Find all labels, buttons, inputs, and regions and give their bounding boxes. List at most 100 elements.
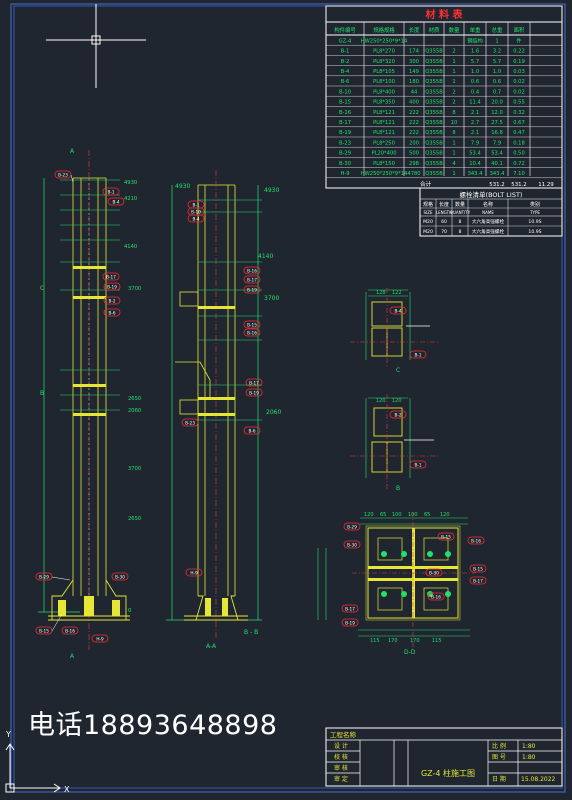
material-table-cell: Q355B	[425, 161, 443, 167]
part-tag-label: B-17	[473, 579, 483, 584]
detail-section-top[interactable]: C 128 122 B-4B-1	[350, 288, 440, 374]
scale-value: 1:80	[522, 743, 536, 750]
dimension-label: 4930	[124, 180, 137, 186]
material-table-cell: PL8*350	[373, 100, 395, 106]
part-tag-label: B-19	[107, 285, 117, 290]
svg-text:B: B	[396, 485, 400, 492]
column-elevation-middle[interactable]: 4930 4930 4140 3700 2060 A-A B - B B-1B-…	[166, 170, 281, 650]
material-table-cell: B-2	[341, 59, 350, 65]
material-table-cell: B-4	[341, 69, 350, 75]
material-table-cell: PL8*150	[373, 161, 395, 167]
dimension-label: 4140	[124, 244, 137, 250]
column-elevation-left[interactable]: A A C B 49304210414037002650206037002650…	[35, 148, 141, 660]
material-table-cell: 343.4	[468, 171, 484, 177]
part-tag-bubble	[341, 604, 359, 613]
bolt-table-cell: 10.9S	[528, 229, 541, 235]
material-table-cell: 钢结构	[467, 36, 483, 44]
material-table-cell: PL20*400	[371, 151, 396, 157]
material-table-cell: 1.0	[471, 69, 479, 75]
material-table-cell: B-6	[341, 79, 350, 85]
svg-text:100: 100	[392, 512, 402, 518]
title-block-project-label: 工程名称	[330, 730, 357, 739]
bolt-table-header: 名称	[483, 201, 493, 208]
date-value: 15.08.2022	[521, 776, 556, 783]
material-table-cell: 件	[516, 36, 521, 44]
title-block[interactable]: 工程名称 设 计 校 核 审 核 审 定 GZ-4 柱施工图 比 例 1:80 …	[325, 727, 563, 787]
material-table-cell: Q355B	[425, 140, 443, 146]
bolt-table-header: 规格	[423, 201, 433, 208]
svg-text:B - B: B - B	[244, 629, 258, 636]
material-table-cell: 7.10	[513, 171, 525, 177]
svg-text:2060: 2060	[266, 409, 281, 416]
svg-text:B: B	[40, 390, 44, 397]
material-table-title: 材 料 表	[426, 8, 464, 21]
material-table-cell: 0.32	[513, 110, 525, 116]
part-tag-label: B-16	[247, 331, 257, 336]
ucs-x-label: X	[64, 785, 70, 794]
svg-text:C: C	[40, 285, 44, 292]
phone-watermark: 电话18893648898	[28, 710, 278, 741]
material-table-cell: 3.2	[493, 49, 501, 55]
bolt-table-cell: 8	[459, 229, 462, 235]
sheet-label: 图 号	[492, 754, 506, 761]
part-tag-bubble	[243, 275, 261, 284]
material-table-cell: B-29	[339, 151, 351, 157]
material-table-cell: B-10	[339, 89, 351, 95]
material-table-cell: HW250*250*9*14	[361, 38, 408, 44]
svg-text:D-D: D-D	[404, 649, 416, 656]
bolt-table-cell: 70	[441, 229, 447, 235]
part-tag-bubble	[427, 592, 445, 601]
part-tag-bubble	[243, 328, 261, 337]
material-table-cell: 2.7	[471, 120, 479, 126]
svg-text:C: C	[396, 367, 400, 374]
scale-label: 比 例	[492, 742, 506, 750]
part-tag-label: B-15	[441, 535, 451, 540]
part-tag-bubble	[35, 626, 53, 635]
material-table-cell: 0.7	[493, 89, 501, 95]
part-tag-bubble	[469, 564, 487, 573]
part-tag-bubble	[91, 634, 109, 643]
part-tag-bubble	[243, 266, 261, 275]
dimension-label: 0	[128, 608, 131, 614]
part-tag-bubble	[102, 187, 120, 196]
material-table-cell: 1.0	[493, 69, 501, 75]
material-table-cell: 0.03	[513, 69, 525, 75]
material-table-cell: Q355B	[425, 100, 443, 106]
part-tag-bubble	[102, 272, 120, 281]
bolt-table-header: 长度	[439, 201, 449, 208]
material-table-cell: Q355B	[425, 171, 443, 177]
material-table-cell: Q355B	[425, 89, 443, 95]
part-tag-label: B-15	[473, 567, 483, 572]
part-tag-label: B-2	[394, 413, 401, 418]
svg-text:115: 115	[432, 638, 442, 644]
part-tag-bubble	[389, 410, 407, 419]
bolt-table-header: 数量	[455, 201, 465, 208]
bolt-table-subheader: NAME	[482, 210, 494, 215]
part-tag-label: B-17	[247, 278, 257, 283]
material-table-cell: 2.1	[471, 130, 479, 136]
svg-text:170: 170	[410, 638, 420, 644]
material-table-cell: 1	[452, 69, 455, 75]
material-table-header: 长度	[409, 26, 420, 34]
svg-text:A-A: A-A	[206, 643, 217, 650]
part-tag-bubble	[343, 540, 361, 549]
part-tag-label: B-4	[394, 309, 401, 314]
material-table-cell: PL8*320	[373, 59, 395, 65]
material-table-total-value: 531.2	[511, 182, 526, 188]
svg-text:A: A	[70, 148, 75, 155]
material-table-header: 规格规格	[373, 26, 395, 34]
material-table-header: 面积	[514, 27, 525, 34]
material-table-cell: PL8*250	[373, 140, 395, 146]
material-table-cell: PL8*121	[373, 120, 395, 126]
part-tag-label: B-1	[107, 190, 114, 195]
part-tag-bubble	[103, 308, 121, 317]
part-tag-bubble	[343, 522, 361, 531]
material-table-cell: B-30	[339, 161, 351, 167]
detail-section-middle[interactable]: B 120 120 B-2B-1	[350, 394, 440, 492]
material-table-cell: 53.4	[491, 151, 503, 157]
part-tag-label: B-1	[192, 203, 199, 208]
